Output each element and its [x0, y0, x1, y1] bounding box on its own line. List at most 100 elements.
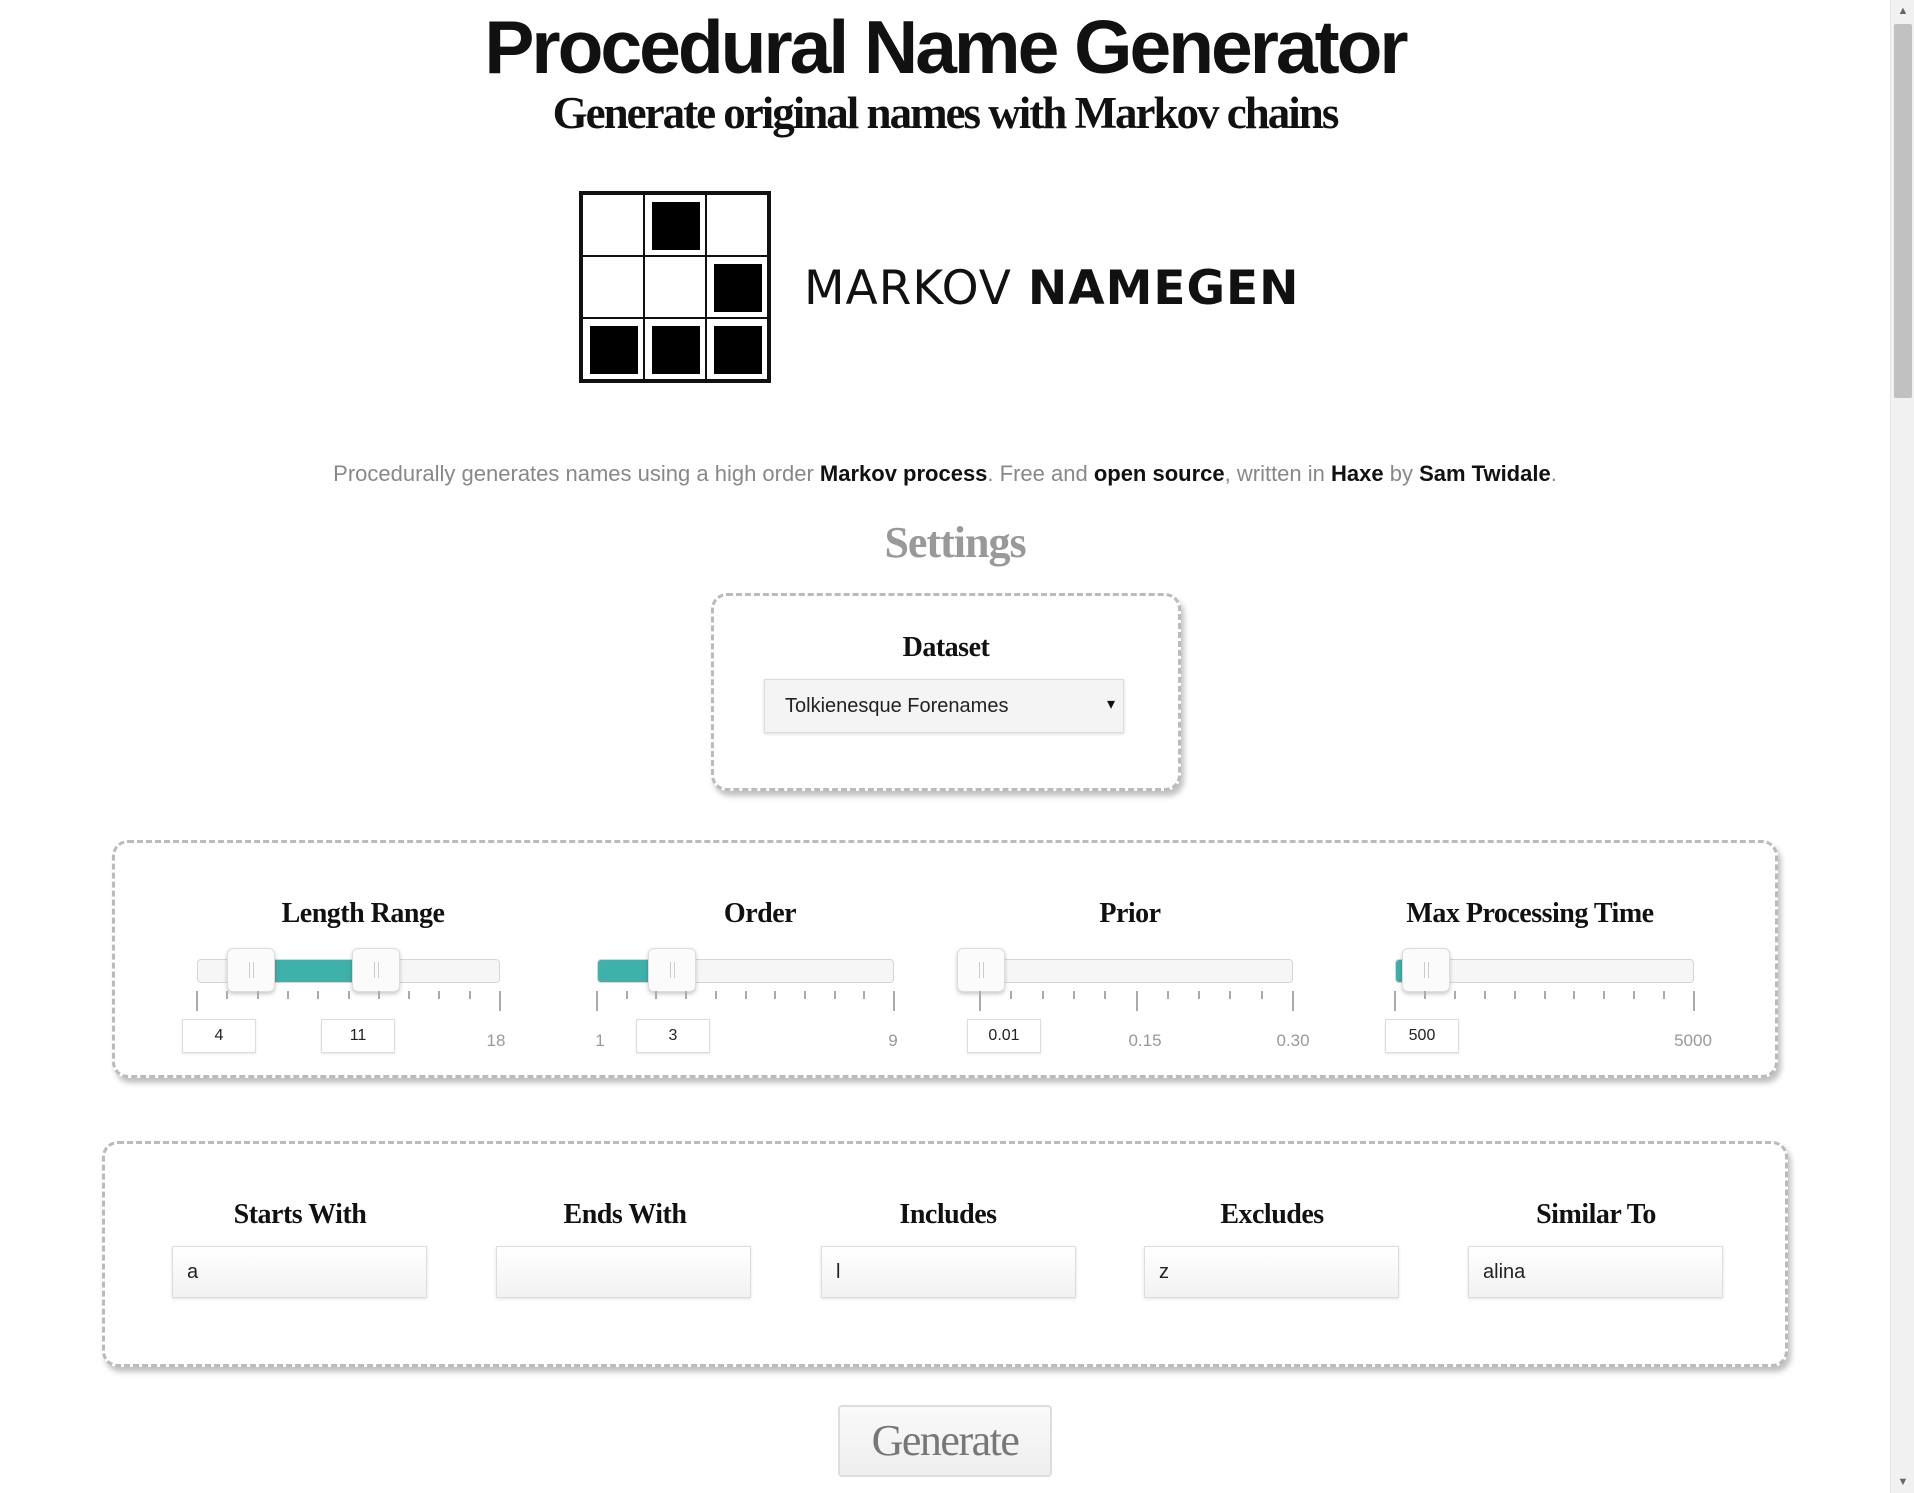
logo-cell: [644, 256, 706, 318]
sliders-panel: Length Range 4 11 18 Order 1 3 9: [112, 840, 1778, 1078]
scroll-down-icon[interactable]: ▼: [1897, 1476, 1909, 1488]
logo-cell: [582, 318, 644, 380]
scrollbar-thumb[interactable]: [1894, 24, 1912, 398]
filters-panel: Starts With Ends With Includes Excludes …: [102, 1141, 1788, 1367]
dataset-select[interactable]: Tolkienesque Forenames ▾: [764, 679, 1124, 733]
max-time-label: Max Processing Time: [1406, 898, 1654, 929]
length-range-connect: [251, 960, 377, 982]
length-range-label: Length Range: [281, 898, 445, 929]
similar-to-label: Similar To: [1536, 1199, 1656, 1230]
order-group: Order 1 3 9: [115, 843, 915, 1073]
length-tick: [499, 991, 501, 1011]
max-time-tick: [1483, 991, 1486, 999]
prior-tick: [1104, 991, 1107, 999]
ends-with-input[interactable]: [496, 1246, 751, 1298]
prior-tick: [1041, 991, 1044, 999]
includes-input[interactable]: [821, 1246, 1076, 1298]
prior-tick: [1292, 991, 1294, 1011]
order-tick: [833, 991, 836, 999]
haxe-link[interactable]: Haxe: [1331, 461, 1384, 486]
prior-slider[interactable]: [957, 948, 1293, 992]
open-source-link[interactable]: open source: [1093, 461, 1225, 486]
dataset-label: Dataset: [902, 632, 990, 663]
prior-mid-label: 0.15: [1128, 1031, 1162, 1050]
starts-with-input[interactable]: [172, 1246, 427, 1298]
max-time-tick: [1663, 991, 1666, 999]
max-time-value[interactable]: 500: [1385, 1019, 1459, 1053]
order-min-label: 1: [595, 1031, 605, 1050]
prior-tick: [1135, 991, 1138, 1011]
max-time-tick: [1543, 991, 1546, 999]
order-tick: [863, 991, 866, 999]
max-time-group: Max Processing Time 500 5000: [115, 843, 1775, 1073]
order-tick: [744, 991, 747, 999]
length-min-value[interactable]: 4: [182, 1019, 256, 1053]
generate-button[interactable]: Generate: [838, 1405, 1052, 1477]
description-text: Procedurally generates names using a hig…: [333, 461, 820, 486]
page-scrollbar[interactable]: ▲ ▼: [1890, 0, 1914, 1493]
order-value[interactable]: 3: [636, 1019, 710, 1053]
excludes-input[interactable]: [1144, 1246, 1399, 1298]
logo-cell: [644, 194, 706, 256]
page-subtitle: Generate original names with Markov chai…: [552, 88, 1340, 138]
prior-handle[interactable]: [957, 948, 1005, 992]
length-tick: [438, 991, 441, 999]
starts-with-label: Starts With: [233, 1199, 367, 1230]
prior-tick: [1229, 991, 1232, 999]
chevron-down-icon: ▾: [1106, 696, 1115, 713]
prior-tick: [1166, 991, 1169, 999]
order-handle[interactable]: [648, 948, 697, 992]
excludes-label: Excludes: [1220, 1199, 1324, 1230]
prior-tick: [1198, 991, 1201, 999]
order-tick: [893, 991, 895, 1011]
max-time-tick: [1453, 991, 1456, 999]
logo-cell: [582, 194, 644, 256]
logo-grid-icon: [579, 191, 771, 383]
prior-label: Prior: [1099, 898, 1161, 929]
prior-tick: [1260, 991, 1263, 999]
max-time-slider[interactable]: [1395, 948, 1694, 992]
order-tick: [625, 991, 628, 999]
max-time-tick: [1603, 991, 1606, 999]
prior-tick: [1010, 991, 1013, 999]
length-tick: [226, 991, 229, 999]
similar-to-input[interactable]: [1468, 1246, 1723, 1298]
description-text: .: [1550, 461, 1557, 486]
description-text: , written in: [1224, 461, 1331, 486]
max-time-tick: [1573, 991, 1576, 999]
length-max-value[interactable]: 11: [321, 1019, 395, 1053]
description-text: . Free and: [987, 461, 1094, 486]
length-max-handle[interactable]: [352, 948, 401, 992]
logo-cell: [706, 256, 768, 318]
order-label: Order: [723, 898, 797, 929]
length-tick: [468, 991, 471, 999]
logo-text-markov: MARKOV: [804, 261, 1012, 316]
order-slider[interactable]: [597, 948, 894, 992]
prior-value[interactable]: 0.01: [967, 1019, 1041, 1053]
sam-twidale-link[interactable]: Sam Twidale: [1419, 461, 1551, 486]
prior-tick: [979, 991, 981, 1011]
markov-process-link[interactable]: Markov process: [819, 461, 988, 486]
logo-text-namegen: NAMEGEN: [1027, 261, 1300, 316]
order-tick: [803, 991, 806, 999]
max-time-handle[interactable]: [1401, 948, 1450, 992]
order-tick: [685, 991, 688, 999]
order-tick: [596, 991, 598, 1011]
settings-heading: Settings: [884, 518, 1026, 567]
length-tick: [408, 991, 411, 999]
length-tick: [196, 991, 198, 1011]
max-time-tick: [1513, 991, 1516, 999]
order-tick: [655, 991, 658, 999]
logo-cell: [582, 256, 644, 318]
length-tick: [256, 991, 259, 999]
length-range-slider[interactable]: [197, 948, 500, 992]
scroll-up-icon[interactable]: ▲: [1897, 5, 1909, 17]
length-tick: [317, 991, 320, 999]
length-min-handle[interactable]: [227, 948, 276, 992]
page-title: Procedural Name Generator: [484, 5, 1408, 89]
length-tick: [286, 991, 289, 999]
length-tick: [377, 991, 380, 999]
dataset-panel: Dataset Tolkienesque Forenames ▾: [711, 593, 1181, 791]
max-time-tick: [1633, 991, 1636, 999]
